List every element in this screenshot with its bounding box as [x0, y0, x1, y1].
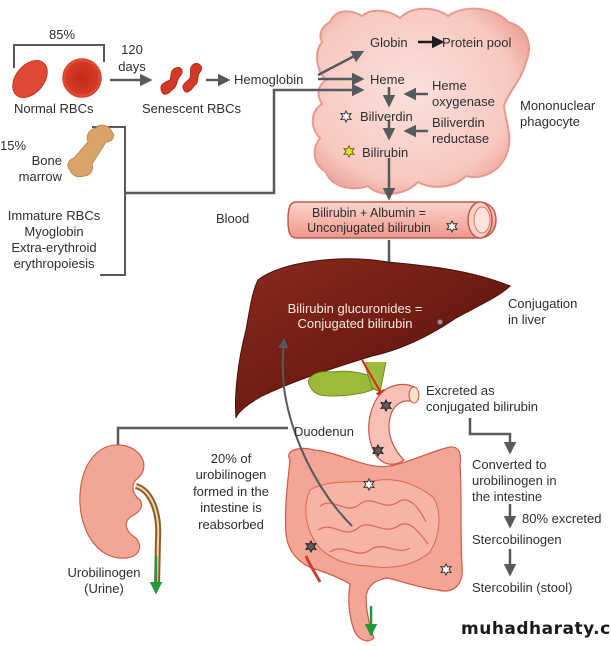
- biliverdin-label: Biliverdin: [360, 109, 413, 124]
- intestine-star-icon-2: [304, 539, 318, 554]
- conjugated-bilirubin-dot: [437, 319, 443, 325]
- conjugation-label-1: Conjugation: [508, 296, 578, 311]
- intestine-star-icon-1: [362, 477, 376, 492]
- protein-pool-label: Protein pool: [442, 35, 512, 50]
- duodenum-star-icon-2: [371, 443, 385, 458]
- bone-label: Bone: [31, 153, 62, 168]
- liver-label-1: Bilirubin glucuronides =: [287, 301, 423, 316]
- marrow-label: marrow: [18, 169, 62, 184]
- excreted-label-1: Excreted as: [426, 383, 495, 398]
- reabsorbed-label-3: formed in the: [193, 484, 269, 499]
- hemoglobin-label: Hemoglobin: [234, 72, 304, 87]
- mononuclear-phagocyte-label-1: Mononuclear: [520, 98, 596, 113]
- reabsorbed-label-1: 20% of: [210, 451, 252, 466]
- heme-oxygenase-label-2: oxygenase: [432, 94, 495, 109]
- ureter-highlight: [135, 485, 160, 587]
- hemoglobin-to-globin-arrow: [317, 50, 365, 77]
- excreted-label-2: conjugated bilirubin: [426, 399, 539, 414]
- bilirubin-label: Bilirubin: [362, 145, 409, 160]
- heme-label: Heme: [370, 72, 405, 87]
- normal-rbcs-label: Normal RBCs: [14, 101, 94, 116]
- urine-label: (Urine): [84, 581, 124, 596]
- urobilinogen-label: Urobilinogen: [67, 565, 141, 580]
- senescent-rbc-1: [160, 67, 183, 95]
- senescent-rbcs-label: Senescent RBCs: [142, 101, 241, 116]
- converted-label-1: Converted to: [472, 457, 547, 472]
- kidney: [79, 444, 145, 559]
- excreted-to-converted-arrow: [468, 418, 517, 455]
- stercobilinogen-label: Stercobilinogen: [472, 532, 562, 547]
- vessel-label-1: Bilirubin + Albumin =: [312, 206, 426, 220]
- globin-label: Globin: [370, 35, 408, 50]
- biliverdin-reductase-label-2: reductase: [432, 131, 490, 146]
- unconjugated-bilirubin-star-icon: [445, 219, 459, 234]
- rbc-side-view: [12, 60, 48, 98]
- excreted-percent-label: 80% excreted: [522, 511, 602, 526]
- duodenum-label: Duodenun: [294, 424, 354, 439]
- reabsorbed-label-4: intestine is: [200, 500, 262, 515]
- converted-label-2: urobilinogen in: [472, 473, 557, 488]
- biliverdin-star-icon: [339, 109, 353, 124]
- lifespan-unit: days: [118, 59, 146, 74]
- reabsorption-curve: [278, 338, 353, 527]
- bilirubin-star-icon: [342, 144, 356, 159]
- lifespan-value: 120: [121, 42, 143, 57]
- other-source-erythropoiesis: erythropoiesis: [13, 256, 95, 271]
- biliverdin-reductase-label-1: Biliverdin: [432, 115, 485, 130]
- bone-icon: [67, 124, 115, 178]
- normal-rbc-percent: 85%: [48, 27, 76, 42]
- appendix: [304, 555, 322, 583]
- duodenum-opening: [408, 386, 420, 404]
- senescent-rbc-2: [182, 63, 203, 93]
- duodenum: [368, 383, 417, 465]
- other-source-myoglobin: Myoglobin: [24, 224, 84, 239]
- small-intestine-coils: [317, 499, 429, 554]
- watermark: muhadharaty.com: [461, 619, 611, 639]
- liver: [235, 258, 511, 419]
- reabsorbed-label-2: urobilinogen: [195, 467, 267, 482]
- gallbladder: [308, 370, 377, 397]
- other-sources-to-heme-line: [125, 83, 365, 195]
- bone-marrow-percent: 15%: [0, 138, 27, 153]
- vessel-label-2: Unconjugated bilirubin: [307, 221, 431, 235]
- blood-label: Blood: [216, 211, 250, 226]
- stercobilin-label: Stercobilin (stool): [472, 580, 573, 595]
- mononuclear-phagocyte-label-2: phagocyte: [520, 114, 580, 129]
- converted-label-3: the intestine: [472, 489, 543, 504]
- duodenum-star-icon-1: [379, 398, 393, 413]
- small-intestine: [305, 479, 440, 568]
- heme-oxygenase-label-1: Heme: [432, 78, 467, 93]
- conjugation-label-2: in liver: [508, 312, 546, 327]
- liver-label-2: Conjugated bilirubin: [297, 316, 413, 331]
- reabsorbed-label-5: reabsorbed: [198, 517, 264, 532]
- mononuclear-phagocyte-cell: [311, 7, 530, 195]
- intestine-star-icon-3: [439, 562, 453, 577]
- rbc-top-view: [62, 58, 102, 98]
- blood-vessel-lumen: [473, 206, 491, 234]
- bile-flow-arrow: [361, 359, 386, 400]
- percent-bracket: [13, 44, 105, 68]
- other-source-extra-erythroid: Extra-erythroid: [11, 240, 97, 255]
- other-source-immature-rbcs: Immature RBCs: [7, 208, 101, 223]
